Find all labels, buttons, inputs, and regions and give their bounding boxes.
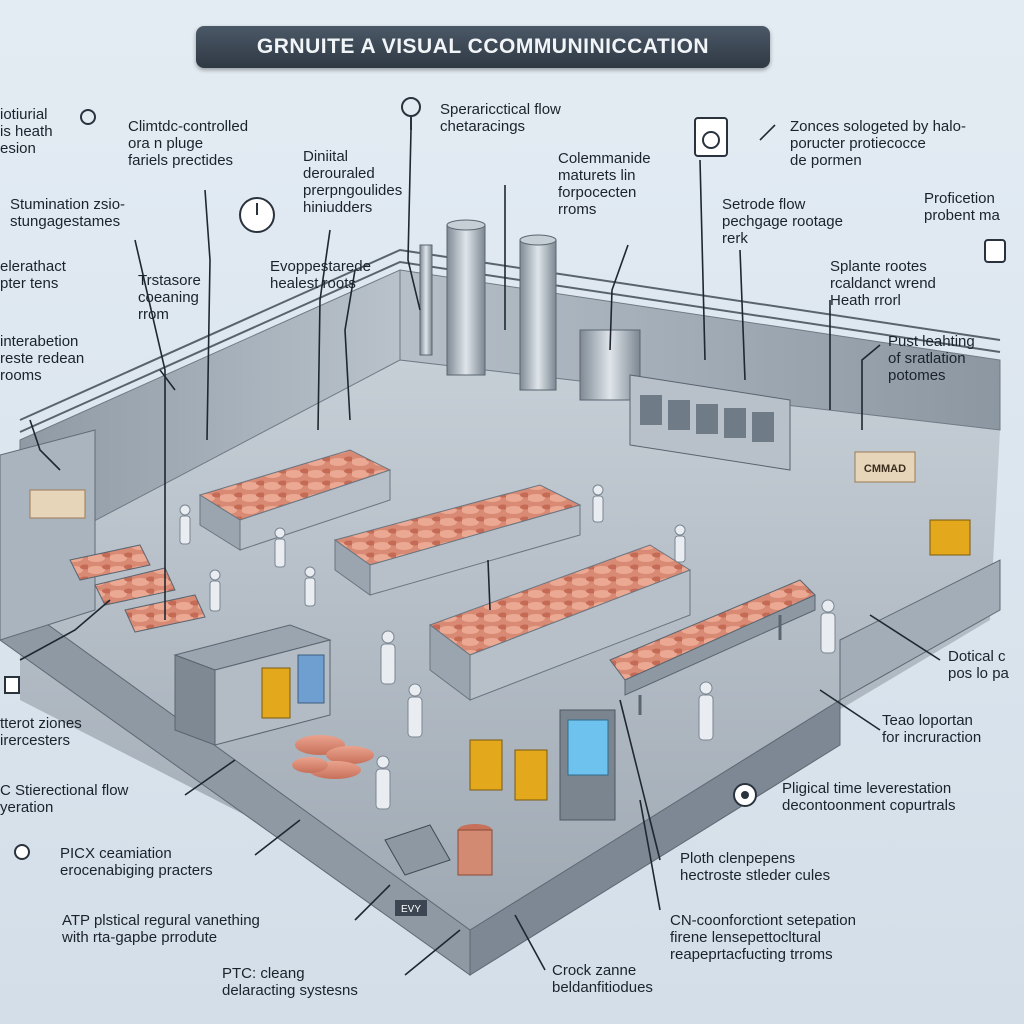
yellow-bin-2 bbox=[514, 749, 548, 801]
workers bbox=[179, 484, 836, 810]
meat-tray-2 bbox=[333, 484, 582, 596]
callout-8: Stumination zsio- stungagestames bbox=[10, 196, 126, 230]
document-icon bbox=[4, 676, 20, 694]
callout-11: Trstasore coeaning rrom bbox=[138, 272, 201, 323]
callout-12: Evoppestarede healest roots bbox=[270, 258, 371, 292]
callout-13: Splante rootes rcaldanct wrend Heath rro… bbox=[830, 258, 936, 309]
callout-24: CN-coonforctiont setepation firene lense… bbox=[670, 912, 856, 963]
callout-17: tterot ziones irercesters bbox=[0, 715, 82, 749]
back-processing-line bbox=[629, 374, 791, 471]
right-wall-sign-bg bbox=[854, 451, 916, 483]
sensor-icon bbox=[80, 109, 96, 125]
callout-7: Proficetion probent ma bbox=[924, 190, 1000, 224]
callout-4: Speraricctical flow chetaracings bbox=[440, 101, 561, 135]
callout-23: ATP plstical regural vanething with rta-… bbox=[62, 912, 260, 946]
callout-19: C Stierectional flow yeration bbox=[0, 782, 129, 816]
leader-lines bbox=[19, 124, 941, 976]
meat-tray-3 bbox=[428, 544, 692, 701]
tag-icon bbox=[984, 239, 1006, 263]
soccer-ball-icon bbox=[733, 783, 757, 807]
callout-22: Ploth clenpepens hectroste stleder cules bbox=[680, 850, 831, 884]
gauge-icon bbox=[239, 197, 275, 233]
washer-icon bbox=[694, 117, 728, 157]
callout-5: Colemmanide maturets lin forpocecten rro… bbox=[558, 150, 651, 218]
right-wall-sign: CMMAD bbox=[864, 463, 906, 475]
callout-1: iotiurial is heath esion bbox=[0, 106, 53, 157]
callout-3: Diniital derouraled prerpngoulides hiniu… bbox=[303, 148, 403, 216]
callout-21: PICX ceamiation erocenabiging practers bbox=[60, 845, 213, 879]
pin-icon bbox=[401, 97, 421, 130]
kiosk bbox=[559, 709, 616, 821]
meat-pile bbox=[292, 735, 374, 779]
floor-tag-bg bbox=[395, 900, 427, 916]
silos bbox=[419, 219, 641, 401]
floor-tag: EVY bbox=[401, 904, 421, 915]
callout-6: Zonces sologeted by halo- poructer proti… bbox=[790, 118, 966, 169]
callout-14: interabetion reste redean rooms bbox=[0, 333, 85, 384]
page-title: GRNUITE A VISUAL CCOMMUNINICCATION bbox=[256, 35, 710, 58]
callout-16: Dotical c pos lo pa bbox=[948, 648, 1009, 682]
callout-25: PTC: cleang delaracting systesns bbox=[222, 965, 358, 999]
red-barrel bbox=[457, 829, 493, 876]
callout-20: Pligical time leverestation decontoonmen… bbox=[782, 780, 956, 814]
title-bar: GRNUITE A VISUAL CCOMMUNINICCATION bbox=[196, 26, 770, 68]
yellow-machine bbox=[929, 519, 971, 556]
left-partition bbox=[0, 429, 96, 641]
callout-15: Pust leahting of sratlation potomes bbox=[888, 333, 975, 384]
oven-machine bbox=[173, 624, 332, 746]
yellow-bin-1 bbox=[469, 739, 503, 791]
left-wall-sign bbox=[29, 489, 86, 519]
callout-26: Crock zanne beldanfitiodues bbox=[552, 962, 653, 996]
wire-basket bbox=[384, 824, 451, 876]
callout-10: elerathact pter tens bbox=[0, 258, 66, 292]
callout-9: Setrode flow pechgage rootage rerk bbox=[722, 196, 843, 247]
railings bbox=[19, 248, 1001, 433]
conveyor-belt bbox=[609, 579, 816, 715]
warning-icon bbox=[14, 844, 30, 860]
callout-2: Climtdc-controlled ora n pluge fariels p… bbox=[128, 118, 249, 169]
callout-18: Teao loportan for incruraction bbox=[882, 712, 982, 746]
right-side-wall bbox=[839, 559, 1001, 701]
